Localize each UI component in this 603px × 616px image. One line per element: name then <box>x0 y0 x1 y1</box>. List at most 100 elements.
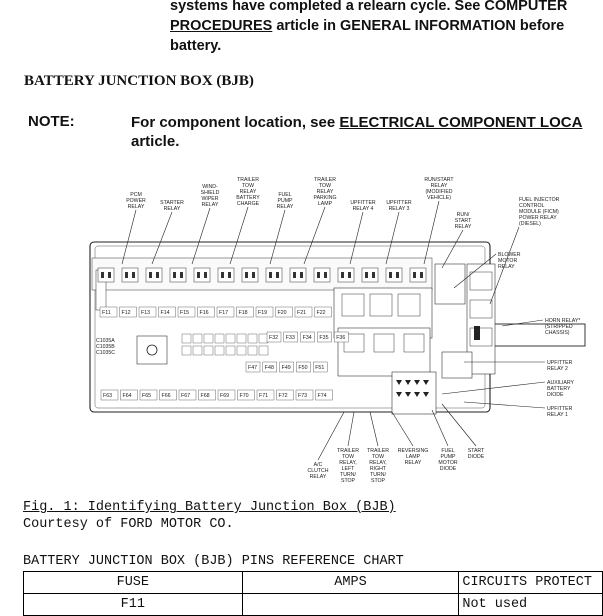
fuse-label: F69 <box>220 393 229 399</box>
mini-fuse <box>181 333 192 344</box>
electrical-component-location-link[interactable]: ELECTRICAL COMPONENT LOCA <box>339 114 583 131</box>
bottom-callout-leader <box>317 411 345 461</box>
procedures-link[interactable]: PROCEDURES <box>170 18 273 34</box>
fuse-label: F35 <box>319 335 328 341</box>
fuse-slot <box>314 306 332 318</box>
mini-fuse <box>203 345 214 356</box>
fuse-label: F11 <box>102 310 111 316</box>
relay-pin <box>420 272 423 278</box>
relay-socket <box>385 267 403 283</box>
note-text: For component location, see ELECTRICAL C… <box>131 114 583 150</box>
diode-symbol <box>423 392 429 397</box>
mini-fuse <box>258 333 269 344</box>
mini-fuse <box>192 345 203 356</box>
diode-symbol <box>414 392 420 397</box>
fuse-slot <box>236 306 254 318</box>
relay-socket <box>469 271 493 291</box>
fuse-label: F14 <box>161 310 170 316</box>
diode-symbol <box>396 380 402 385</box>
fuse-slot <box>198 389 216 401</box>
fuse-slot <box>333 331 349 343</box>
right-callout-leader <box>463 401 546 409</box>
relay-pin <box>389 272 392 278</box>
relay-socket <box>343 333 365 353</box>
relay-pin <box>317 272 320 278</box>
relay-pin <box>396 272 399 278</box>
relay-pin <box>101 272 104 278</box>
relay-block-upper <box>434 263 466 305</box>
fuse-label: F70 <box>240 393 249 399</box>
top-callout-leader <box>151 211 173 265</box>
relay-pin <box>252 272 255 278</box>
mini-fuse <box>181 345 192 356</box>
diode-symbol <box>396 392 402 397</box>
fuse-slot <box>119 306 137 318</box>
diode-symbol <box>414 380 420 385</box>
relay-pin <box>348 272 351 278</box>
relay-socket <box>361 267 379 283</box>
top-callout-leader <box>121 209 137 265</box>
relay-pin <box>372 272 375 278</box>
relay-socket <box>265 267 283 283</box>
fuse-label: F22 <box>317 310 326 316</box>
fuse-label: F63 <box>103 393 112 399</box>
fuse-slot <box>294 306 313 318</box>
relay-pin <box>245 272 248 278</box>
mini-fuse <box>203 333 214 344</box>
relay-terminals <box>97 267 493 397</box>
fuse-label: F36 <box>336 335 345 341</box>
mini-fuse <box>214 333 225 344</box>
relay-pin <box>413 272 416 278</box>
fuse-slot <box>295 389 314 401</box>
fuse-label: F68 <box>201 393 210 399</box>
fuse-slot <box>245 361 261 373</box>
fuse-slot <box>279 361 294 373</box>
relay-pin <box>293 272 296 278</box>
top-callout-leader <box>385 211 400 265</box>
fuse-label: F47 <box>248 365 257 371</box>
leader-lines <box>121 200 546 461</box>
fuse-slot <box>120 389 138 401</box>
relay-socket <box>241 267 259 283</box>
mini-fuse <box>247 345 258 356</box>
bottom-callout-leader <box>391 411 414 447</box>
fuse-slot <box>256 389 275 401</box>
relay-strip <box>91 257 433 291</box>
relay-pin <box>204 272 207 278</box>
fuse-slot <box>217 389 236 401</box>
relay-socket <box>403 333 425 353</box>
mini-fuse <box>225 345 236 356</box>
table-header-row: FUSE AMPS CIRCUITS PROTECT <box>23 571 603 594</box>
relay-pin <box>173 272 176 278</box>
fuse-label: F18 <box>239 310 248 316</box>
fuse-label: F73 <box>298 393 307 399</box>
fuse-label: F51 <box>315 365 324 371</box>
chart-title: BATTERY JUNCTION BOX (BJB) PINS REFERENC… <box>23 554 404 569</box>
intro-line-2: PROCEDURES article in GENERAL INFORMATIO… <box>170 18 565 34</box>
relay-pin <box>324 272 327 278</box>
relay-socket <box>397 293 421 317</box>
fuse-label: F32 <box>269 335 278 341</box>
top-callout-leader <box>229 206 249 265</box>
fuse-slot <box>178 389 197 401</box>
relay-socket <box>121 267 139 283</box>
fuse-label: F21 <box>297 310 306 316</box>
mini-fuse <box>258 345 269 356</box>
relay-socket <box>369 293 393 317</box>
fuse-label: F13 <box>141 310 150 316</box>
mini-fuse <box>214 345 225 356</box>
fuse-label: F67 <box>181 393 190 399</box>
relay-socket <box>469 327 493 347</box>
relay-pin <box>180 272 183 278</box>
intro-paragraph: systems have completed a relearn cycle. … <box>170 0 567 56</box>
